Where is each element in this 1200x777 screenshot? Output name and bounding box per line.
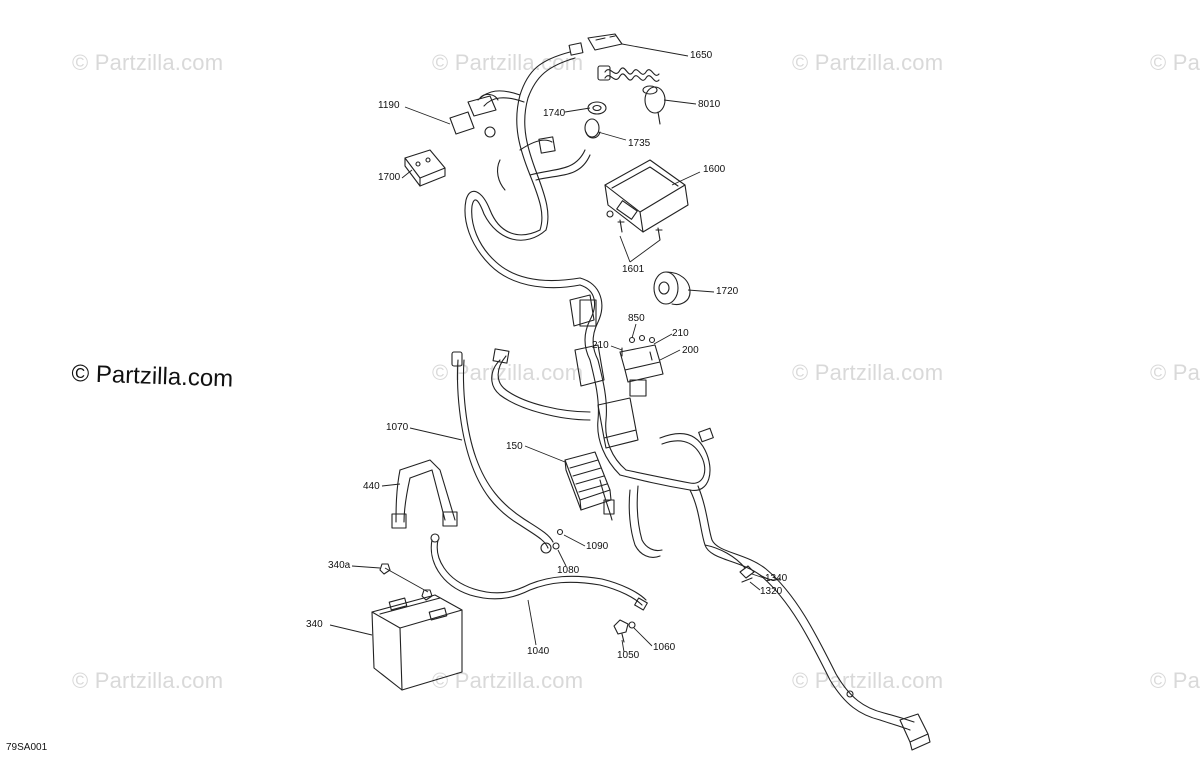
- callout-210-left: 210: [592, 340, 609, 351]
- nut-1060: [628, 621, 636, 629]
- watermark: © Partzilla.com: [72, 668, 224, 693]
- connector-1650: [568, 33, 623, 56]
- watermark: © Partzilla.com: [1150, 668, 1200, 693]
- harness-connectors: [492, 136, 714, 515]
- solenoid-200: [619, 334, 664, 383]
- callout-8010: 8010: [698, 99, 721, 110]
- bolt-1050: [613, 619, 629, 643]
- callout-1050: 1050: [617, 650, 640, 661]
- callout-1650: 1650: [690, 50, 713, 61]
- connector-bottom-right: [846, 690, 931, 751]
- battery-340: [371, 594, 463, 691]
- main-wiring-harness: [464, 51, 915, 731]
- watermark: © Partzilla.com: [792, 360, 944, 385]
- fuse-box: [569, 294, 639, 449]
- screws-1601: [617, 219, 663, 241]
- sensor-8010: [597, 65, 666, 125]
- callout-1080: 1080: [557, 565, 580, 576]
- relay-1700: [404, 149, 446, 187]
- callout-1600: 1600: [703, 164, 726, 175]
- callout-1740: 1740: [543, 108, 566, 119]
- connector-1190: [449, 93, 499, 138]
- callout-1320: 1320: [760, 586, 783, 597]
- leader-lines: [329, 43, 765, 653]
- watermark: © Partzilla.com: [792, 50, 944, 75]
- strap-440: [391, 459, 458, 529]
- watermark: © Partzilla.com: [1150, 360, 1200, 385]
- callout-1700: 1700: [378, 172, 401, 183]
- callout-850: 850: [628, 313, 645, 324]
- callout-1340: 1340: [765, 573, 788, 584]
- callout-340a: 340a: [328, 560, 351, 571]
- ecu-1600: [604, 159, 689, 233]
- watermark: © Partzilla.com: [792, 668, 944, 693]
- watermark: © Partzilla.com: [1150, 50, 1200, 75]
- bolts-340a: [379, 563, 433, 601]
- watermark: © Partzilla.com: [432, 50, 584, 75]
- hardware-1340-1320: [739, 565, 755, 583]
- callout-1040: 1040: [527, 646, 550, 657]
- callout-210-right: 210: [672, 328, 689, 339]
- diagram-code: 79SA001: [6, 742, 48, 753]
- callout-1190: 1190: [378, 100, 400, 111]
- callout-150: 150: [506, 441, 523, 452]
- callout-200: 200: [682, 345, 699, 356]
- callout-1735: 1735: [628, 138, 651, 149]
- callout-1090: 1090: [586, 541, 609, 552]
- cable-1040: [430, 533, 648, 611]
- callout-340: 340: [306, 619, 323, 630]
- watermark: © Partzilla.com: [432, 668, 584, 693]
- hardware-1090-1080: [552, 528, 564, 550]
- callout-1060: 1060: [653, 642, 676, 653]
- grommet-1720: [653, 271, 691, 306]
- callout-1070: 1070: [386, 422, 409, 433]
- watermark: © Partzilla.com: [72, 50, 224, 75]
- cable-1070: [451, 351, 554, 554]
- cap-1735: [584, 118, 601, 139]
- callout-1601: 1601: [622, 264, 645, 275]
- callout-440: 440: [363, 481, 380, 492]
- grommet-1740: [587, 101, 607, 115]
- callout-1720: 1720: [716, 286, 739, 297]
